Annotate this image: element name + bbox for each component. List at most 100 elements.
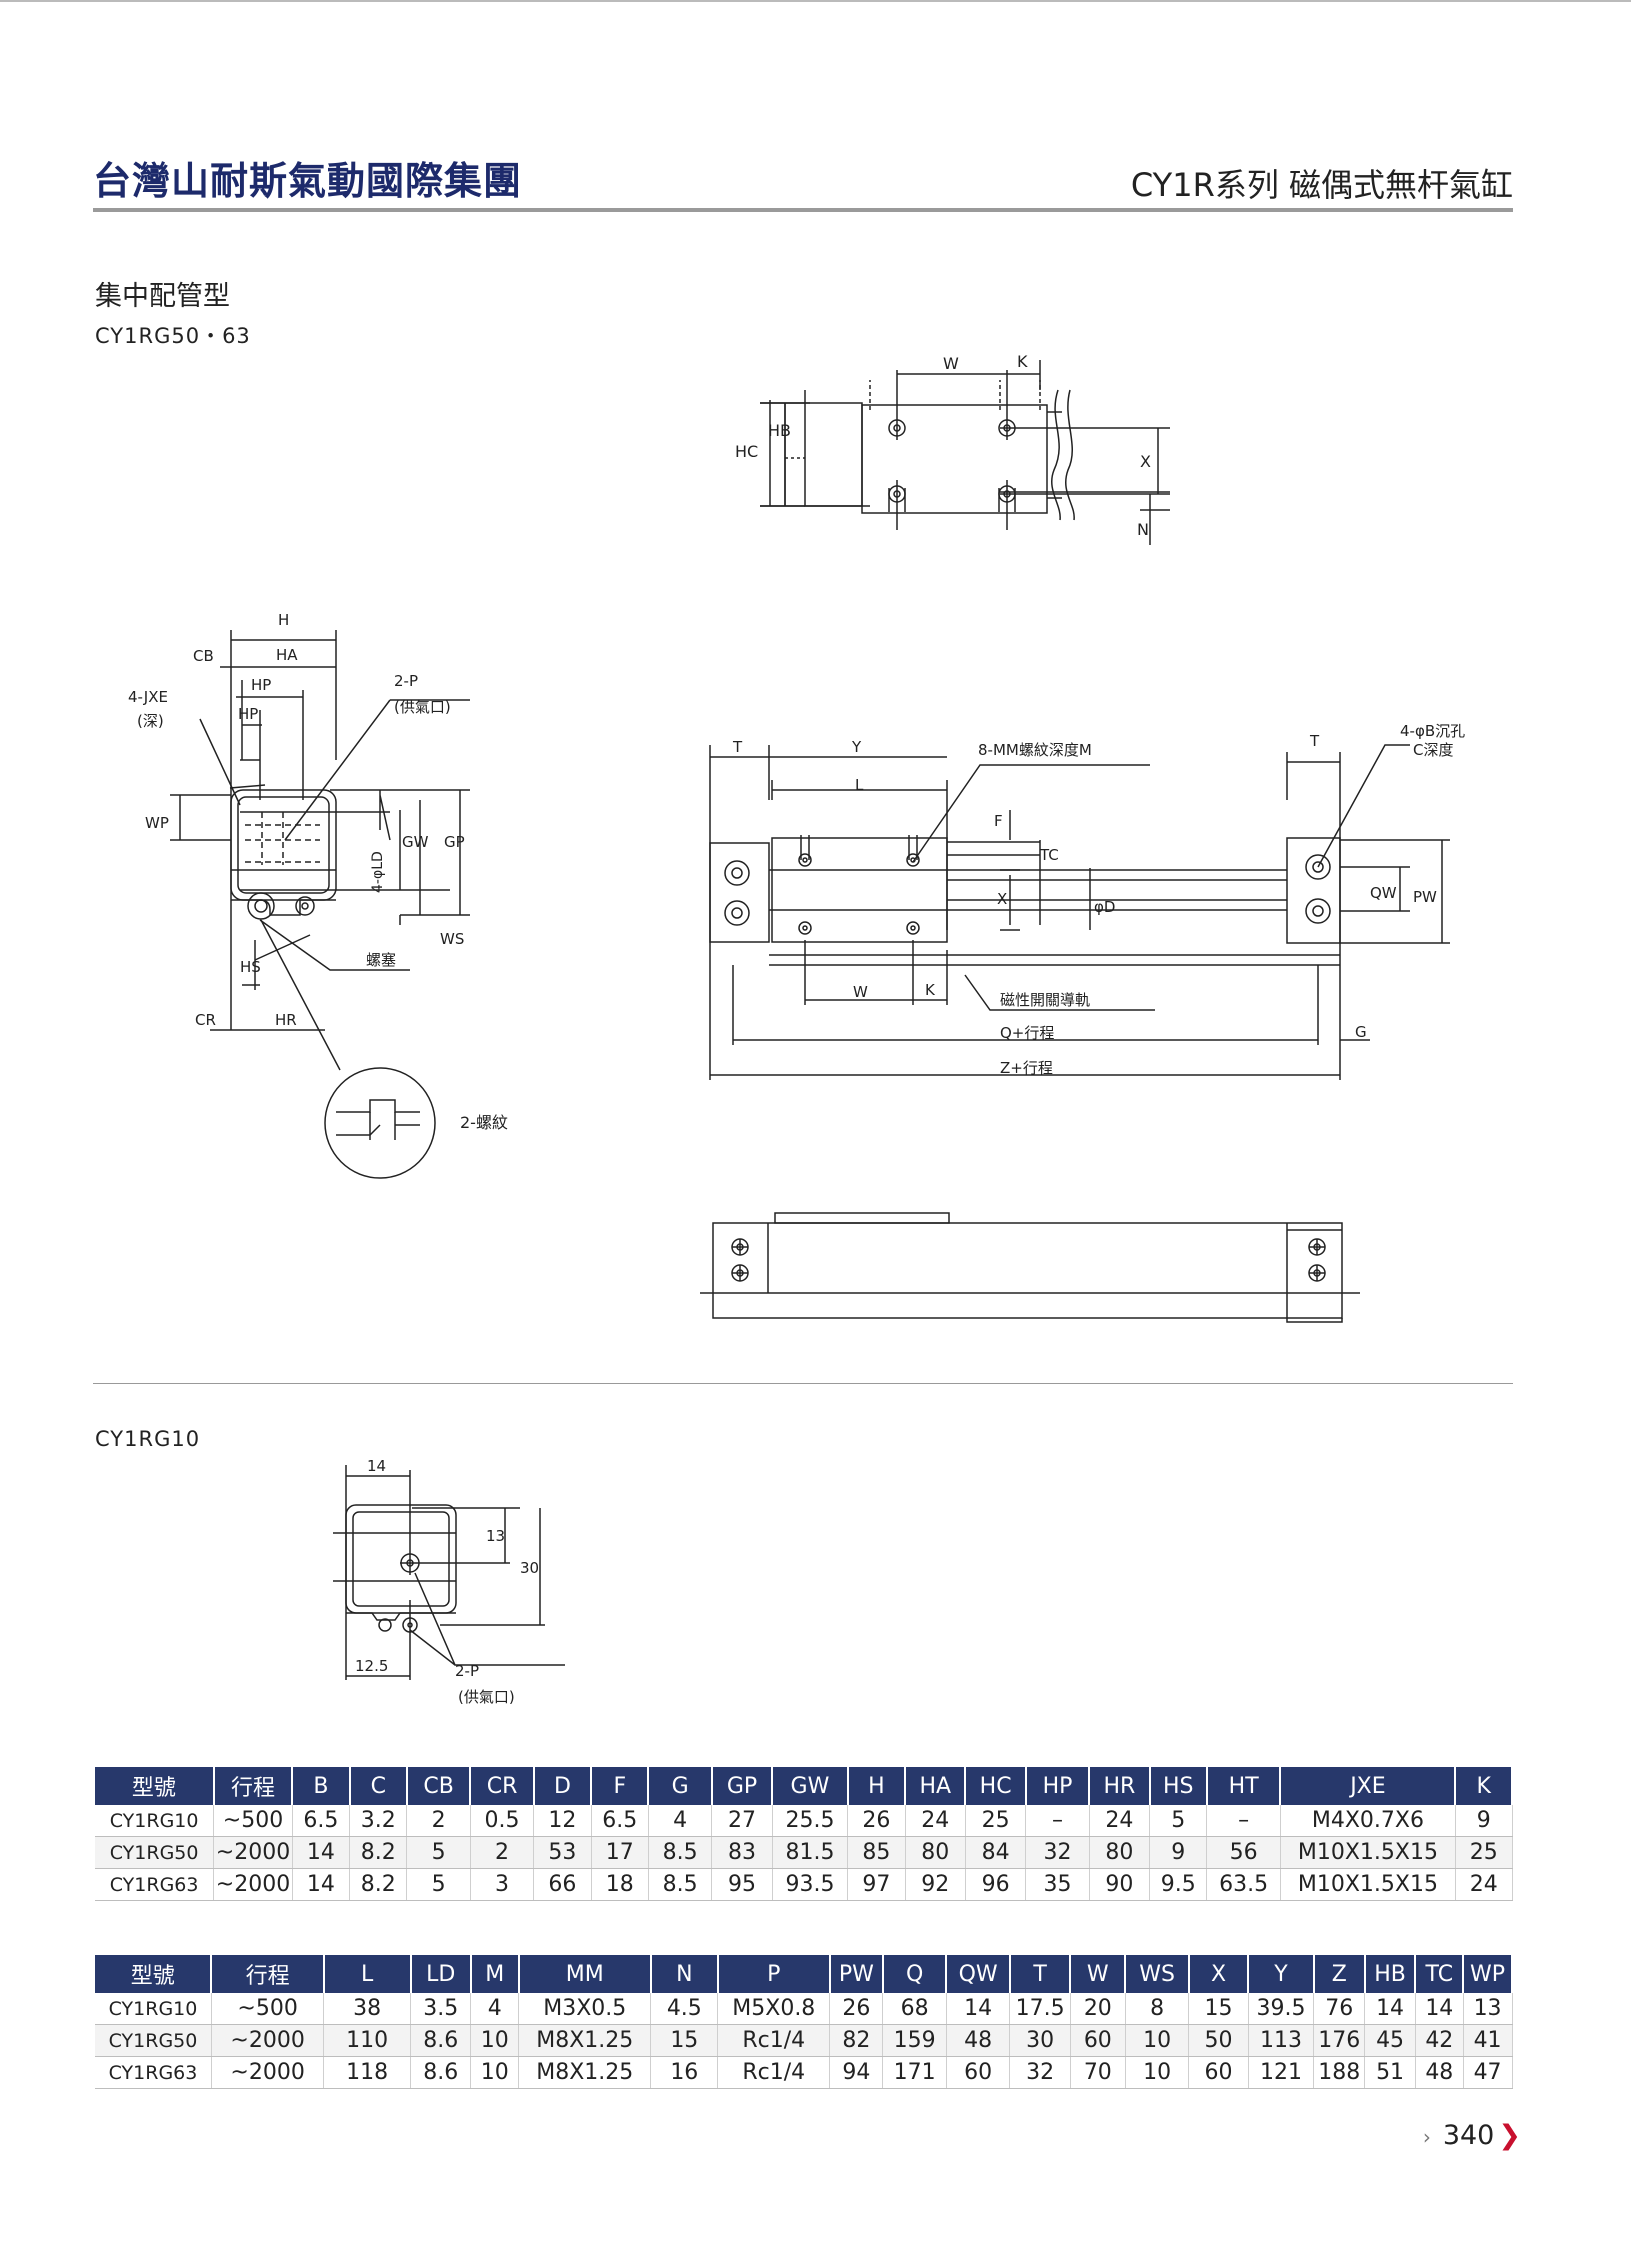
table-header-cell: TC bbox=[1415, 1955, 1465, 1993]
table-cell: 26 bbox=[847, 1805, 906, 1837]
table-cell: 25.5 bbox=[772, 1805, 849, 1837]
table-header-cell: QW bbox=[946, 1955, 1011, 1993]
table-header-cell: Y bbox=[1248, 1955, 1315, 1993]
table-cell: – bbox=[1025, 1805, 1090, 1837]
table-cell: 9 bbox=[1455, 1805, 1513, 1837]
table-cell: 84 bbox=[965, 1836, 1027, 1869]
table-cell: 121 bbox=[1248, 2056, 1315, 2089]
end-view-label-plug: 螺塞 bbox=[366, 951, 396, 969]
table-cell: 18 bbox=[591, 1868, 649, 1901]
page-number-value: 340 bbox=[1442, 2120, 1495, 2151]
table-cell: 10 bbox=[1125, 2024, 1190, 2057]
header-rule bbox=[93, 208, 1513, 212]
table-header-cell: PW bbox=[829, 1955, 884, 1993]
table-header-cell: HR bbox=[1089, 1767, 1151, 1805]
top-view-label-hb: HB bbox=[768, 421, 791, 440]
table-cell: ~2000 bbox=[211, 2056, 325, 2089]
table-cell: 80 bbox=[1089, 1836, 1151, 1869]
table-header-cell: 行程 bbox=[213, 1767, 294, 1805]
small-view-label-30: 30 bbox=[520, 1559, 539, 1577]
end-view-label-thread: 2-螺紋 bbox=[460, 1113, 508, 1132]
table-cell: 176 bbox=[1313, 2024, 1366, 2057]
top-view-label-x: X bbox=[1140, 452, 1151, 471]
top-view-label-k: K bbox=[1017, 352, 1028, 371]
table-cell: 24 bbox=[1089, 1805, 1151, 1837]
table-cell: 93.5 bbox=[772, 1868, 849, 1901]
front-view-label-y: Y bbox=[851, 738, 862, 756]
end-view-label-depth: (深) bbox=[137, 712, 164, 730]
front-view-label-tc: TC bbox=[1039, 846, 1059, 864]
table-cell: 14 bbox=[1364, 1993, 1416, 2025]
table-cell: 3.2 bbox=[349, 1805, 408, 1837]
table-cell: 4 bbox=[648, 1805, 713, 1837]
table-header-cell: K bbox=[1455, 1767, 1513, 1805]
top-view-label-hc: HC bbox=[735, 442, 758, 461]
front-view-label-w: W bbox=[853, 983, 868, 1001]
table-cell: 53 bbox=[533, 1836, 592, 1869]
top-view-drawing: W K HC HB X N bbox=[735, 352, 1170, 545]
table-cell: 97 bbox=[847, 1868, 906, 1901]
table-cell: 10 bbox=[470, 2056, 520, 2089]
table-cell: 30 bbox=[1009, 2024, 1071, 2057]
small-view-label-2p: 2-P bbox=[455, 1662, 479, 1680]
table-cell: 26 bbox=[829, 1993, 884, 2025]
table-header-cell: HC bbox=[965, 1767, 1027, 1805]
front-view-label-qw: QW bbox=[1370, 884, 1397, 902]
table-cell: 188 bbox=[1313, 2056, 1366, 2089]
table-cell: 5 bbox=[406, 1868, 471, 1901]
table-cell: 81.5 bbox=[772, 1836, 849, 1869]
table-cell: 20 bbox=[1070, 1993, 1126, 2025]
table-cell: 35 bbox=[1025, 1868, 1090, 1901]
side-view-drawing bbox=[700, 1212, 1360, 1323]
table-cell: 50 bbox=[1188, 2024, 1249, 2057]
table-header-cell: WP bbox=[1463, 1955, 1513, 1993]
front-view-label-k: K bbox=[925, 981, 936, 999]
front-view-label-t-left: T bbox=[732, 738, 743, 756]
end-view-label-ws: WS bbox=[440, 930, 464, 948]
table-header-cell: HB bbox=[1364, 1955, 1417, 1993]
table-cell: 8.2 bbox=[349, 1868, 408, 1901]
table-header-cell: N bbox=[650, 1955, 719, 1993]
top-border bbox=[0, 0, 1631, 2]
end-view-drawing: H CB HA HP HP 4-JXE (深) 2-P (供氣口) WP GW … bbox=[128, 611, 508, 1179]
table-cell: 16 bbox=[650, 2056, 719, 2089]
table-header-cell: M bbox=[470, 1955, 520, 1993]
end-view-label-hp-outer: HP bbox=[251, 676, 271, 694]
table-cell-model: CY1RG63 bbox=[95, 2056, 212, 2089]
table-cell: 9 bbox=[1149, 1836, 1208, 1869]
table-header-cell: Q bbox=[882, 1955, 948, 1993]
end-view-label-hp-inner: HP bbox=[238, 705, 258, 723]
table-cell: 12 bbox=[533, 1805, 592, 1837]
table-cell: Rc1/4 bbox=[717, 2056, 831, 2089]
table-header-cell: JXE bbox=[1280, 1767, 1457, 1805]
table-cell: M5X0.8 bbox=[717, 1993, 831, 2025]
front-view-label-c-depth: C深度 bbox=[1413, 741, 1453, 759]
table-cell: M4X0.7X6 bbox=[1280, 1805, 1456, 1837]
table-cell: 51 bbox=[1364, 2056, 1416, 2089]
table-cell-model: CY1RG63 bbox=[95, 1868, 215, 1901]
table-cell: 94 bbox=[829, 2056, 884, 2089]
table-header-cell: HS bbox=[1149, 1767, 1208, 1805]
front-view-label-x: X bbox=[997, 890, 1007, 908]
table-header-cell: 型號 bbox=[95, 1955, 213, 1993]
front-view-label-q-stroke: Q+行程 bbox=[1000, 1024, 1054, 1042]
table-cell: M3X0.5 bbox=[518, 1993, 652, 2025]
table-cell: 15 bbox=[1188, 1993, 1249, 2025]
table-cell: 10 bbox=[470, 2024, 520, 2057]
table-cell: 45 bbox=[1364, 2024, 1416, 2057]
front-view-label-switch-rail: 磁性開關導軌 bbox=[1000, 991, 1090, 1009]
table-cell: ~500 bbox=[211, 1993, 325, 2025]
table-cell-model: CY1RG10 bbox=[95, 1805, 215, 1837]
front-view-label-g: G bbox=[1355, 1023, 1367, 1041]
table-cell: 113 bbox=[1248, 2024, 1315, 2057]
table-cell: 38 bbox=[323, 1993, 412, 2025]
table-cell: 48 bbox=[946, 2024, 1011, 2057]
page-number: ›340❯ bbox=[1423, 2120, 1521, 2151]
series-title: CY1R系列 磁偶式無杆氣缸 bbox=[1130, 166, 1513, 204]
table-header-cell: X bbox=[1188, 1955, 1250, 1993]
table-cell: 42 bbox=[1415, 2024, 1464, 2057]
table-header-cell: C bbox=[349, 1767, 408, 1805]
